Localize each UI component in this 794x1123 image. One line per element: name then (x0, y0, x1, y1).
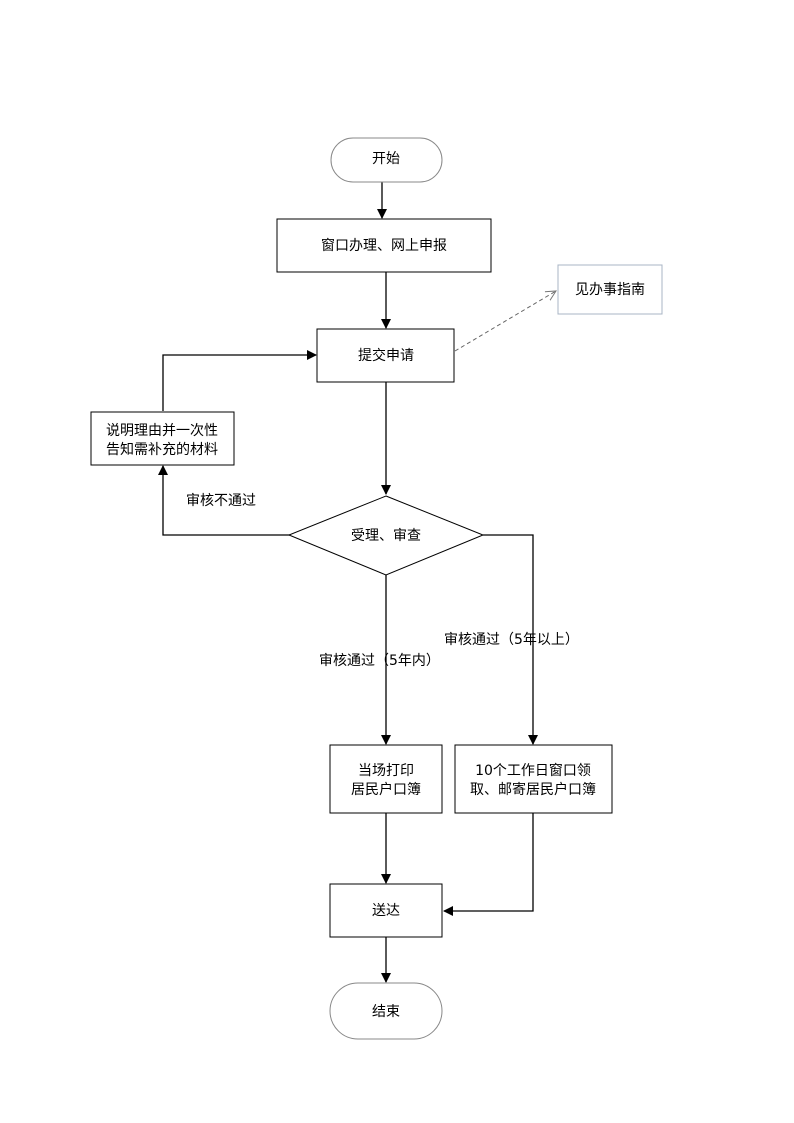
node-start-text: 开始 (372, 151, 400, 167)
edge-review-mail (483, 534, 538, 745)
node-explain-text-line2: 告知需补充的材料 (106, 441, 218, 458)
edge-label-pass-within5: 审核通过（5年内） (319, 653, 440, 669)
node-mail: 10个工作日窗口领 取、邮寄居民户口簿 (454, 744, 613, 814)
node-apply: 窗口办理、网上申报 (276, 218, 492, 273)
node-review: 受理、审查 (287, 495, 485, 576)
edge-label-reject: 审核不通过 (186, 493, 256, 509)
node-print: 当场打印 居民户口簿 (329, 744, 443, 814)
node-submit: 提交申请 (316, 328, 455, 383)
edge-mail-deliver (443, 813, 534, 916)
edge-review-explain (158, 465, 290, 536)
edge-submit-guide-dashed (454, 291, 556, 352)
node-guide: 见办事指南 (557, 264, 663, 315)
node-mail-text-line2: 取、邮寄居民户口簿 (470, 781, 596, 798)
node-print-text-line2: 居民户口簿 (351, 781, 421, 798)
node-guide-text: 见办事指南 (575, 282, 645, 298)
node-deliver: 送达 (329, 883, 443, 938)
node-start: 开始 (330, 137, 443, 183)
node-review-text: 受理、审查 (351, 528, 421, 544)
edge-explain-submit (162, 350, 317, 411)
node-mail-text-line1: 10个工作日窗口领 (475, 762, 591, 779)
edge-label-pass-over5: 审核通过（5年以上） (444, 632, 579, 648)
node-explain: 说明理由并一次性 告知需补充的材料 (90, 411, 235, 466)
node-explain-text-line1: 说明理由并一次性 (106, 423, 218, 439)
node-apply-text: 窗口办理、网上申报 (321, 237, 447, 254)
node-print-text-line1: 当场打印 (358, 762, 414, 779)
node-end: 结束 (329, 982, 443, 1040)
node-end-text: 结束 (372, 1004, 400, 1020)
node-deliver-text: 送达 (372, 903, 400, 919)
node-submit-text: 提交申请 (358, 347, 414, 364)
